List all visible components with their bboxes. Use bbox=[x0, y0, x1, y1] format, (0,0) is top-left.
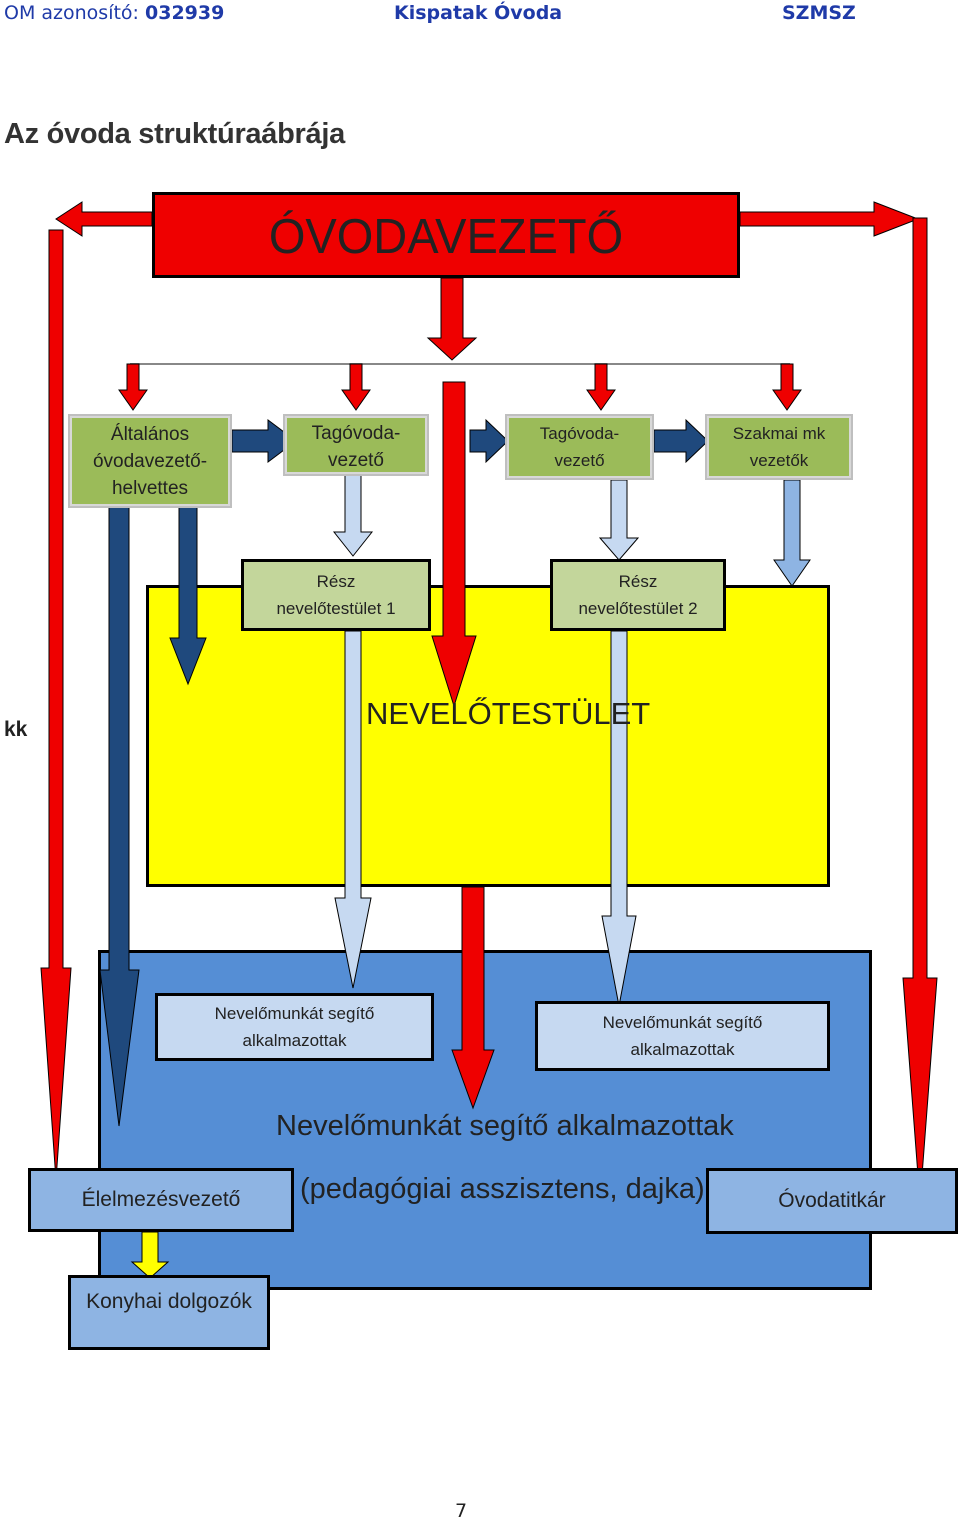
deputy-line-1: Általános bbox=[110, 423, 190, 445]
navy-arrow-2 bbox=[469, 418, 509, 464]
resz1-line-2: nevelőtestület 1 bbox=[276, 599, 396, 618]
navy-arrow-3 bbox=[653, 418, 709, 464]
ovodavezeto-box: ÓVODAVEZETŐ bbox=[152, 192, 740, 278]
tagovoda-vezeto-2-box: Tagóvoda- vezető bbox=[509, 418, 650, 476]
light-arrow-tag2 bbox=[598, 479, 640, 561]
seg2-line-2: alkalmazottak bbox=[630, 1040, 735, 1059]
leader-right-arrow bbox=[739, 201, 920, 237]
deputy-line-2: óvodavezető- bbox=[92, 450, 208, 472]
nevelotestulet-area bbox=[146, 585, 830, 887]
ovodavezeto-label: ÓVODAVEZETŐ bbox=[268, 207, 624, 263]
deputy-box: Általános óvodavezető- helvettes bbox=[72, 418, 228, 504]
header-doc-type: SZMSZ bbox=[782, 2, 856, 24]
light-arrow-resz2 bbox=[601, 630, 637, 1007]
right-side-red-arrow bbox=[902, 217, 938, 1203]
resz1-line-1: Rész bbox=[316, 572, 356, 591]
deputy-line-3: helvettes bbox=[111, 477, 189, 499]
om-id-value: 032939 bbox=[145, 2, 225, 24]
elelmezesvezeto-box: Élelmezésvezető bbox=[28, 1168, 294, 1232]
leader-left-arrow bbox=[55, 201, 153, 237]
om-label: OM azonosító: bbox=[4, 2, 145, 24]
header-om-id: OM azonosító: 032939 bbox=[4, 0, 224, 26]
seg1-line-1: Nevelőmunkát segítő bbox=[214, 1004, 375, 1023]
tag2-line-1: Tagóvoda- bbox=[539, 424, 620, 443]
red-arrow-deputy bbox=[118, 363, 148, 411]
tag1-line-2: vezető bbox=[328, 450, 384, 471]
szakmai-line-2: vezetők bbox=[749, 451, 809, 470]
ovodatitkar-box: Óvodatitkár bbox=[706, 1168, 958, 1234]
seg2-line-1: Nevelőmunkát segítő bbox=[602, 1013, 763, 1032]
nevelotestulet-label: NEVELŐTESTÜLET bbox=[366, 696, 651, 731]
leader-down-arrow bbox=[426, 277, 478, 361]
support-staff-subtitle: (pedagógiai asszisztens, dajka) bbox=[300, 1173, 705, 1205]
red-arrow-to-main bbox=[451, 886, 495, 1110]
left-side-red-arrow bbox=[40, 229, 72, 1181]
konyhai-dolgozok-box: Konyhai dolgozók bbox=[68, 1275, 270, 1350]
tagovoda-vezeto-1-box: Tagóvoda- vezető bbox=[287, 418, 425, 472]
page-title: Az óvoda struktúraábrája bbox=[4, 118, 345, 150]
center-red-arrow bbox=[431, 381, 477, 708]
navy-deputy-short-arrow bbox=[169, 503, 207, 686]
header-institution: Kispatak Óvoda bbox=[394, 2, 563, 24]
nevelomunkat-segito-1-box: Nevelőmunkát segítő alkalmazottak bbox=[155, 993, 434, 1061]
light-arrow-resz1 bbox=[334, 630, 372, 989]
resz-nevelotestulet-1-box: Rész nevelőtestület 1 bbox=[241, 559, 431, 631]
kk-label: kk bbox=[4, 718, 28, 741]
seg1-line-2: alkalmazottak bbox=[242, 1031, 347, 1050]
resz2-line-2: nevelőtestület 2 bbox=[578, 599, 698, 618]
nevelomunkat-segito-2-box: Nevelőmunkát segítő alkalmazottak bbox=[535, 1001, 830, 1071]
red-arrow-tag2 bbox=[586, 363, 616, 411]
red-arrow-tag1 bbox=[341, 363, 371, 411]
elelmezesvezeto-label: Élelmezésvezető bbox=[81, 1188, 241, 1211]
light-arrow-tag1 bbox=[332, 473, 374, 557]
szakmai-line-1: Szakmai mk bbox=[732, 424, 826, 443]
konyhai-dolgozok-label: Konyhai dolgozók bbox=[86, 1290, 252, 1313]
tag2-line-2: vezető bbox=[554, 451, 605, 470]
ovodatitkar-label: Óvodatitkár bbox=[778, 1189, 886, 1212]
tag1-line-1: Tagóvoda- bbox=[311, 423, 401, 444]
szakmai-mk-box: Szakmai mk vezetők bbox=[709, 418, 849, 476]
resz2-line-1: Rész bbox=[618, 572, 658, 591]
resz-nevelotestulet-2-box: Rész nevelőtestület 2 bbox=[550, 559, 726, 631]
red-arrow-szakmai bbox=[772, 363, 802, 411]
navy-arrow-1 bbox=[231, 419, 297, 463]
light-arrow-szakmai bbox=[773, 479, 811, 587]
yellow-arrow-konyha bbox=[130, 1231, 170, 1279]
navy-deputy-long-arrow bbox=[99, 503, 140, 1127]
support-staff-title: Nevelőmunkát segítő alkalmazottak bbox=[276, 1110, 734, 1142]
page-number: 7 bbox=[455, 1500, 468, 1522]
